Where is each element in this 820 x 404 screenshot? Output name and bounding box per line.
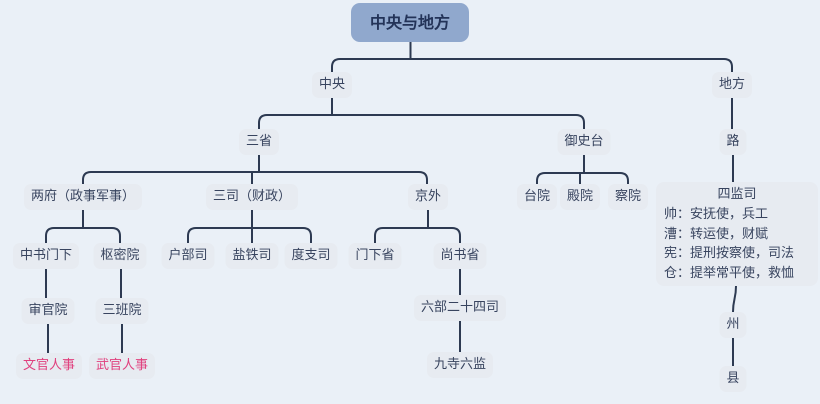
node-two-administrations[interactable]: 两府（政事军事） (23, 184, 143, 210)
four-supervisory-bureaus-line: 仓：提举常平使，救恤 (664, 265, 795, 281)
node-four-supervisory-bureaus[interactable]: 四监司 帅：安抚使，兵工 漕：转运使，财赋 宪：提刑按察使，司法 仓：提举常平使… (656, 182, 818, 286)
node-root-central-and-local[interactable]: 中央与地方 (350, 3, 470, 42)
node-three-provinces[interactable]: 三省 (238, 129, 280, 155)
node-military-personnel[interactable]: 武官人事 (88, 353, 156, 379)
node-local[interactable]: 地方 (711, 72, 753, 98)
node-secretariat-chancellery[interactable]: 中书门下 (12, 243, 80, 269)
node-civil-appointments-court[interactable]: 审官院 (21, 298, 75, 324)
node-circuit[interactable]: 路 (719, 129, 747, 155)
node-censorate[interactable]: 御史台 (557, 129, 611, 155)
node-county[interactable]: 县 (719, 366, 747, 392)
node-chancellery[interactable]: 门下省 (348, 243, 402, 269)
four-supervisory-bureaus-line: 漕：转运使，财赋 (664, 226, 769, 242)
node-three-bureaus-finance[interactable]: 三司（财政） (205, 184, 299, 210)
node-nine-courts-six-directorates[interactable]: 九寺六监 (426, 352, 494, 378)
node-three-ranks-court[interactable]: 三班院 (95, 298, 149, 324)
node-six-ministries-24-bureaus[interactable]: 六部二十四司 (413, 295, 507, 321)
four-supervisory-bureaus-line: 宪：提刑按察使，司法 (664, 246, 795, 261)
node-outside-capital[interactable]: 京外 (407, 184, 449, 210)
node-department-of-state-affairs[interactable]: 尚书省 (433, 243, 487, 269)
node-civil-personnel[interactable]: 文官人事 (15, 353, 83, 379)
node-prefecture[interactable]: 州 (719, 312, 747, 338)
node-salt-iron-bureau[interactable]: 盐铁司 (225, 243, 279, 269)
node-central[interactable]: 中央 (311, 72, 353, 98)
node-census-bureau[interactable]: 度支司 (284, 243, 338, 269)
node-dian-court[interactable]: 殿院 (559, 184, 601, 210)
four-supervisory-bureaus-title: 四监司 (717, 187, 757, 202)
four-supervisory-bureaus-line: 帅：安抚使，兵工 (664, 207, 769, 222)
node-revenue-bureau[interactable]: 户部司 (161, 243, 215, 269)
node-tai-court[interactable]: 台院 (516, 184, 558, 210)
node-bureau-of-military-affairs[interactable]: 枢密院 (93, 243, 147, 269)
node-cha-court[interactable]: 察院 (607, 184, 649, 210)
